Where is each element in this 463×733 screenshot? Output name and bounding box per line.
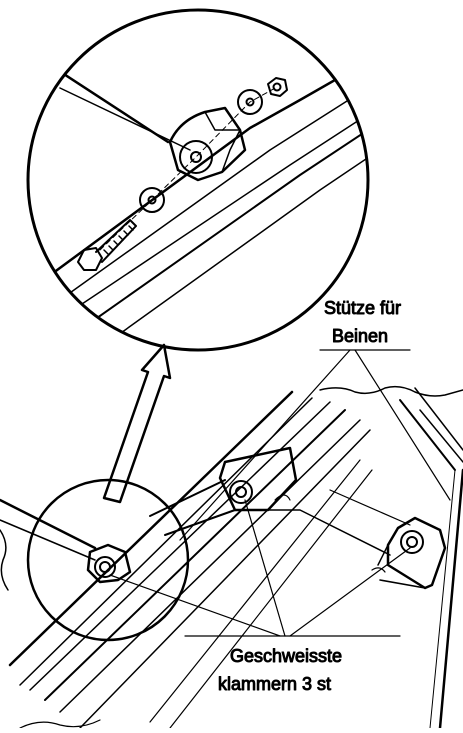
detail-magnified-view <box>26 8 370 352</box>
leader-lines <box>109 349 451 637</box>
bolt-head-icon <box>94 556 116 578</box>
bolt-icon <box>77 219 137 271</box>
washer-icon <box>139 187 165 213</box>
detail-circle-outline <box>26 8 370 352</box>
detail-location-circle <box>26 478 190 642</box>
main-assembly-view <box>0 385 463 730</box>
bolt-head-icon <box>229 480 253 504</box>
support-label-line2: Beinen <box>332 326 388 346</box>
bolt-head-icon <box>400 530 424 554</box>
washer-icon <box>237 89 263 115</box>
detail-arrow <box>102 343 172 504</box>
clamps-label-line2: klammern 3 st <box>218 674 331 694</box>
welded-clamp-detail <box>168 106 247 182</box>
nut-icon <box>267 77 288 97</box>
clamps-label-line1: Geschweisste <box>230 646 342 666</box>
support-label-line1: Stütze für <box>324 298 401 318</box>
